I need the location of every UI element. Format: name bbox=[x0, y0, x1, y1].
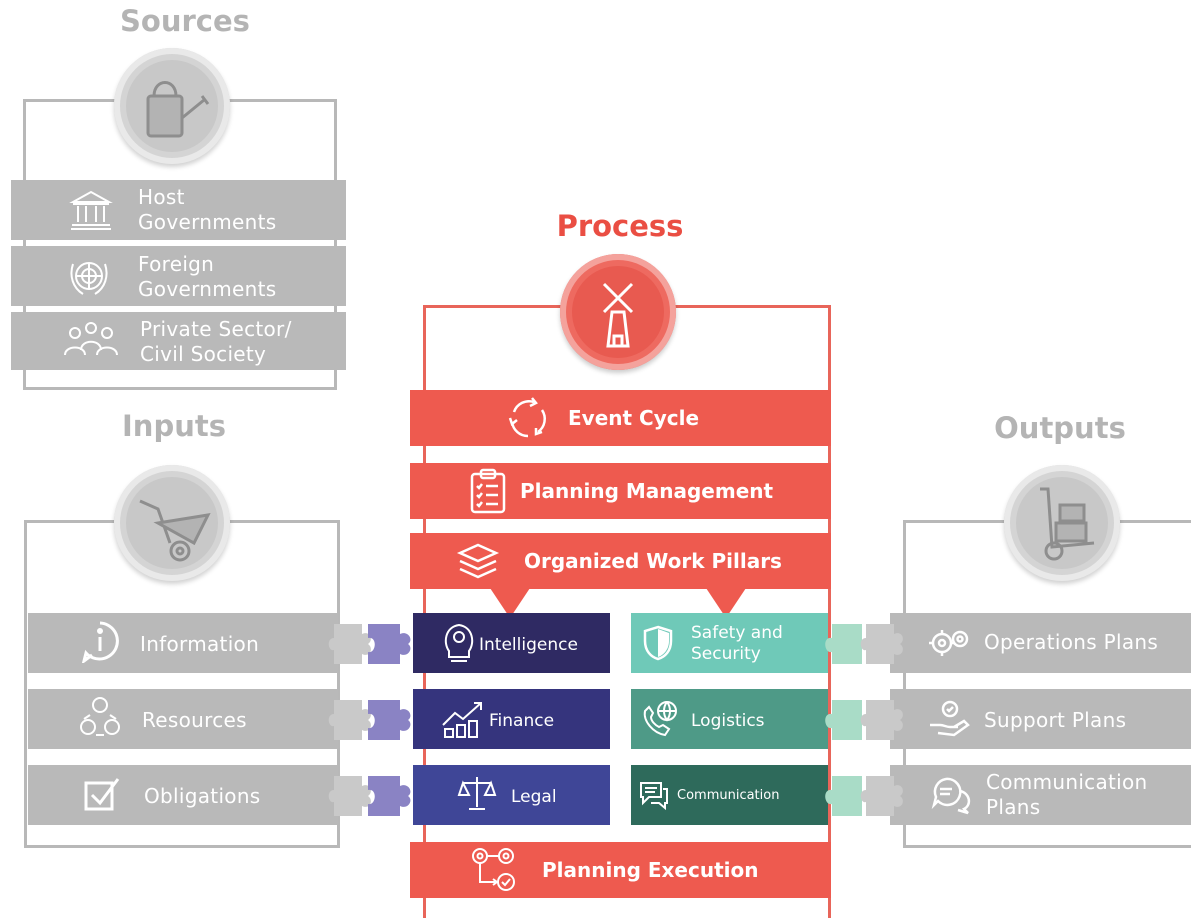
output-line1: Operations Plans bbox=[984, 630, 1159, 654]
pillar-label: Intelligence bbox=[479, 635, 578, 655]
shield-icon bbox=[643, 625, 673, 661]
hand-truck-icon bbox=[1040, 487, 1095, 561]
windmill-icon bbox=[602, 282, 634, 348]
puzzle-connector-right-3 bbox=[825, 776, 903, 816]
sources-heading: Sources bbox=[120, 4, 250, 38]
input-resources: Resources bbox=[28, 689, 338, 749]
growth-chart-icon bbox=[442, 702, 482, 738]
source-line1: Private Sector/ bbox=[140, 317, 292, 341]
phone-globe-icon bbox=[643, 701, 677, 737]
checkbox-icon bbox=[84, 778, 120, 811]
outputs-heading: Outputs bbox=[994, 411, 1126, 445]
pillar-safety-security: Safety and Security bbox=[631, 613, 828, 673]
puzzle-connector-right-1 bbox=[825, 624, 903, 664]
pillar-communication: Communication bbox=[631, 765, 828, 825]
process-circle bbox=[560, 254, 676, 370]
pillar-line1: Safety and bbox=[691, 623, 783, 643]
output-line1: Communication bbox=[986, 770, 1148, 794]
source-foreign-governments: Foreign Governments bbox=[11, 246, 346, 306]
input-label: Resources bbox=[142, 708, 247, 732]
speech-bubbles-icon bbox=[931, 777, 971, 815]
source-line2: Governments bbox=[138, 277, 277, 301]
hand-gear-icon bbox=[930, 700, 970, 737]
pillar-logistics: Logistics bbox=[631, 689, 828, 749]
gears-icon bbox=[929, 630, 969, 656]
input-label: Obligations bbox=[144, 784, 261, 808]
cycle-arrows-icon bbox=[508, 397, 546, 438]
process-event-cycle: Event Cycle bbox=[410, 390, 831, 446]
clipboard-checklist-icon bbox=[470, 468, 506, 514]
output-communication-plans: Communication Plans bbox=[890, 765, 1191, 825]
output-line1: Support Plans bbox=[984, 708, 1127, 732]
lightbulb-head-icon bbox=[444, 623, 474, 662]
process-step-label: Planning Execution bbox=[542, 858, 759, 882]
input-obligations: Obligations bbox=[28, 765, 338, 825]
process-organized-work-pillars: Organized Work Pillars bbox=[410, 533, 831, 589]
pillar-line1: Communication bbox=[677, 788, 780, 803]
inputs-heading: Inputs bbox=[122, 409, 226, 443]
process-step-label: Planning Management bbox=[520, 479, 774, 503]
pillar-finance: Finance bbox=[413, 689, 610, 749]
pillar-intelligence: Intelligence bbox=[413, 613, 610, 673]
output-line2: Plans bbox=[986, 795, 1041, 819]
source-line1: Foreign bbox=[138, 252, 215, 276]
gears-flow-icon bbox=[472, 848, 515, 891]
un-emblem-icon bbox=[70, 262, 108, 295]
sources-circle bbox=[114, 48, 230, 164]
output-operations-plans: Operations Plans bbox=[890, 613, 1191, 673]
layers-icon bbox=[456, 543, 500, 579]
puzzle-connector-left-2 bbox=[328, 700, 411, 740]
source-line2: Civil Society bbox=[140, 342, 267, 366]
pillar-legal: Legal bbox=[413, 765, 610, 825]
output-support-plans: Support Plans bbox=[890, 689, 1191, 749]
resources-cycle-icon bbox=[80, 697, 120, 736]
input-label: Information bbox=[140, 632, 260, 656]
pointer-down-right bbox=[706, 588, 746, 618]
process-planning-execution: Planning Execution bbox=[410, 842, 831, 898]
pillar-label: Legal bbox=[511, 787, 557, 807]
government-building-icon bbox=[69, 190, 113, 230]
puzzle-connector-right-2 bbox=[825, 700, 903, 740]
source-host-governments: Host Governments bbox=[11, 180, 346, 240]
pointer-down-left bbox=[490, 588, 530, 618]
people-group-icon bbox=[64, 322, 118, 356]
source-private-sector: Private Sector/ Civil Society bbox=[11, 312, 346, 370]
process-step-label: Event Cycle bbox=[568, 406, 700, 430]
process-step-label: Organized Work Pillars bbox=[524, 549, 782, 573]
puzzle-connector-left-3 bbox=[328, 776, 411, 816]
puzzle-connector-left-1 bbox=[328, 624, 411, 664]
pillar-label: Finance bbox=[489, 711, 555, 731]
source-line2: Governments bbox=[138, 210, 277, 234]
chat-bubbles-icon bbox=[640, 782, 668, 811]
info-bubble-icon bbox=[81, 621, 119, 663]
pillar-line1: Logistics bbox=[691, 711, 765, 731]
input-information: Information bbox=[28, 613, 338, 673]
process-planning-management: Planning Management bbox=[410, 463, 831, 519]
outputs-circle bbox=[1004, 465, 1120, 581]
inputs-circle bbox=[114, 465, 230, 581]
scales-icon bbox=[457, 777, 497, 810]
source-line1: Host bbox=[138, 185, 185, 209]
watering-can-icon bbox=[146, 81, 210, 138]
pillar-line2: Security bbox=[691, 644, 761, 664]
process-heading: Process bbox=[556, 209, 684, 243]
wheelbarrow-icon bbox=[139, 499, 211, 562]
